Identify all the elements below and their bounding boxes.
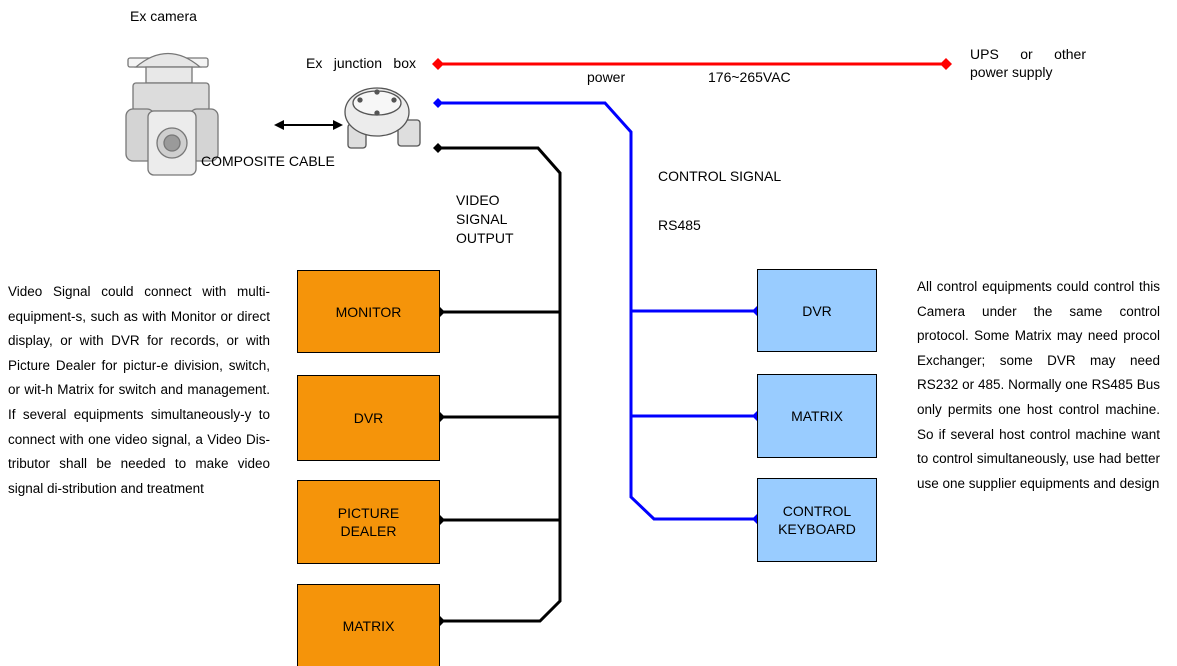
video-device-picture-dealer: PICTURE DEALER [297, 480, 440, 564]
control-device-keyboard: CONTROL KEYBOARD [757, 478, 877, 562]
power-line-left-node [432, 58, 444, 70]
video-description-text: Video Signal could connect with multi-eq… [8, 284, 270, 496]
composite-cable-arrowhead-left [274, 120, 284, 130]
power-line-right-node [940, 58, 952, 70]
composite-cable-arrowhead-right [333, 120, 343, 130]
control-device-dvr: DVR [757, 269, 877, 352]
power-label: power [587, 69, 626, 85]
ups-label: UPS or other power supply [970, 46, 1086, 80]
video-signal-output-label: VIDEO SIGNAL OUTPUT [456, 192, 514, 246]
control-description-text: All control equipments could control thi… [917, 279, 1160, 491]
video-device-monitor: MONITOR [297, 270, 440, 353]
junction-box-label: Ex junction box [306, 55, 416, 71]
control-node-junction [433, 98, 443, 108]
voltage-label: 176~265VAC [708, 69, 791, 85]
video-device-matrix: MATRIX [297, 584, 440, 666]
video-device-dvr: DVR [297, 375, 440, 461]
video-node-junction [433, 143, 443, 153]
junction-box-icon [344, 87, 421, 149]
control-device-matrix: MATRIX [757, 374, 877, 458]
control-bus-line [438, 101, 757, 521]
control-signal-label: CONTROL SIGNAL [658, 168, 782, 184]
camera-label: Ex camera [130, 8, 197, 24]
composite-cable-label: COMPOSITE CABLE [201, 153, 335, 169]
video-bus-line [438, 146, 562, 623]
ex-camera-icon [125, 53, 219, 176]
rs485-label: RS485 [658, 217, 701, 233]
